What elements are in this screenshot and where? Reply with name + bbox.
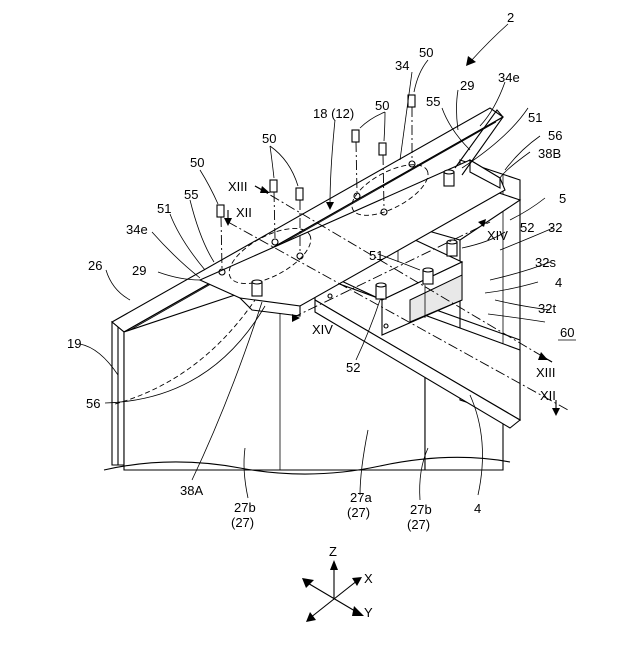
label-29-left: 29: [132, 263, 146, 278]
label-xiii-top: XIII: [228, 179, 248, 194]
label-29-right: 29: [460, 78, 474, 93]
label-50-c: 50: [262, 131, 276, 146]
label-34: 34: [395, 58, 409, 73]
label-xiv-right: XIV: [487, 228, 508, 243]
label-51-left: 51: [157, 201, 171, 216]
label-56-right: 56: [548, 128, 562, 143]
label-50-d: 50: [190, 155, 204, 170]
axis-indicator: Z X Y: [302, 544, 373, 622]
label-27b-left: 27b: [234, 500, 256, 515]
axis-y-label: Y: [364, 605, 373, 620]
label-xii-bottom: XII: [540, 388, 556, 403]
label-5: 5: [559, 191, 566, 206]
label-32s: 32s: [535, 255, 556, 270]
label-27b-right-sub: (27): [407, 517, 430, 532]
axis-z-label: Z: [329, 544, 337, 559]
label-27b-right: 27b: [410, 502, 432, 517]
label-60: 60: [560, 325, 574, 340]
label-51-right: 51: [528, 110, 542, 125]
label-18-12: 18 (12): [313, 106, 354, 121]
label-4-upper: 4: [555, 275, 562, 290]
label-27a-sub: (27): [347, 505, 370, 520]
pin-51-center: [423, 268, 433, 284]
label-19: 19: [67, 336, 81, 351]
label-50-a: 50: [419, 45, 433, 60]
label-xii-top: XII: [236, 205, 252, 220]
label-52-lower: 52: [346, 360, 360, 375]
label-xiv-left: XIV: [312, 322, 333, 337]
pin-52-upper: [447, 240, 457, 256]
label-51-center: 51: [369, 248, 383, 263]
pin-51-left: [252, 280, 262, 296]
label-34e-left: 34e: [126, 222, 148, 237]
label-38B: 38B: [538, 146, 561, 161]
label-38A: 38A: [180, 483, 203, 498]
label-50-b: 50: [375, 98, 389, 113]
label-32t: 32t: [538, 301, 556, 316]
label-55-left: 55: [184, 187, 198, 202]
label-27b-left-sub: (27): [231, 515, 254, 530]
label-32: 32: [548, 220, 562, 235]
axis-x-label: X: [364, 571, 373, 586]
label-2: 2: [507, 10, 514, 25]
label-xiii-bottom: XIII: [536, 365, 556, 380]
label-55-right: 55: [426, 94, 440, 109]
label-56-left: 56: [86, 396, 100, 411]
label-52-upper: 52: [520, 220, 534, 235]
label-27a: 27a: [350, 490, 372, 505]
label-34e-right: 34e: [498, 70, 520, 85]
bolt-1: [217, 205, 224, 268]
label-4-lower: 4: [474, 501, 481, 516]
pin-51-right: [444, 170, 454, 186]
pin-52-lower: [376, 283, 386, 299]
bolt-6: [408, 95, 415, 160]
label-26: 26: [88, 258, 102, 273]
